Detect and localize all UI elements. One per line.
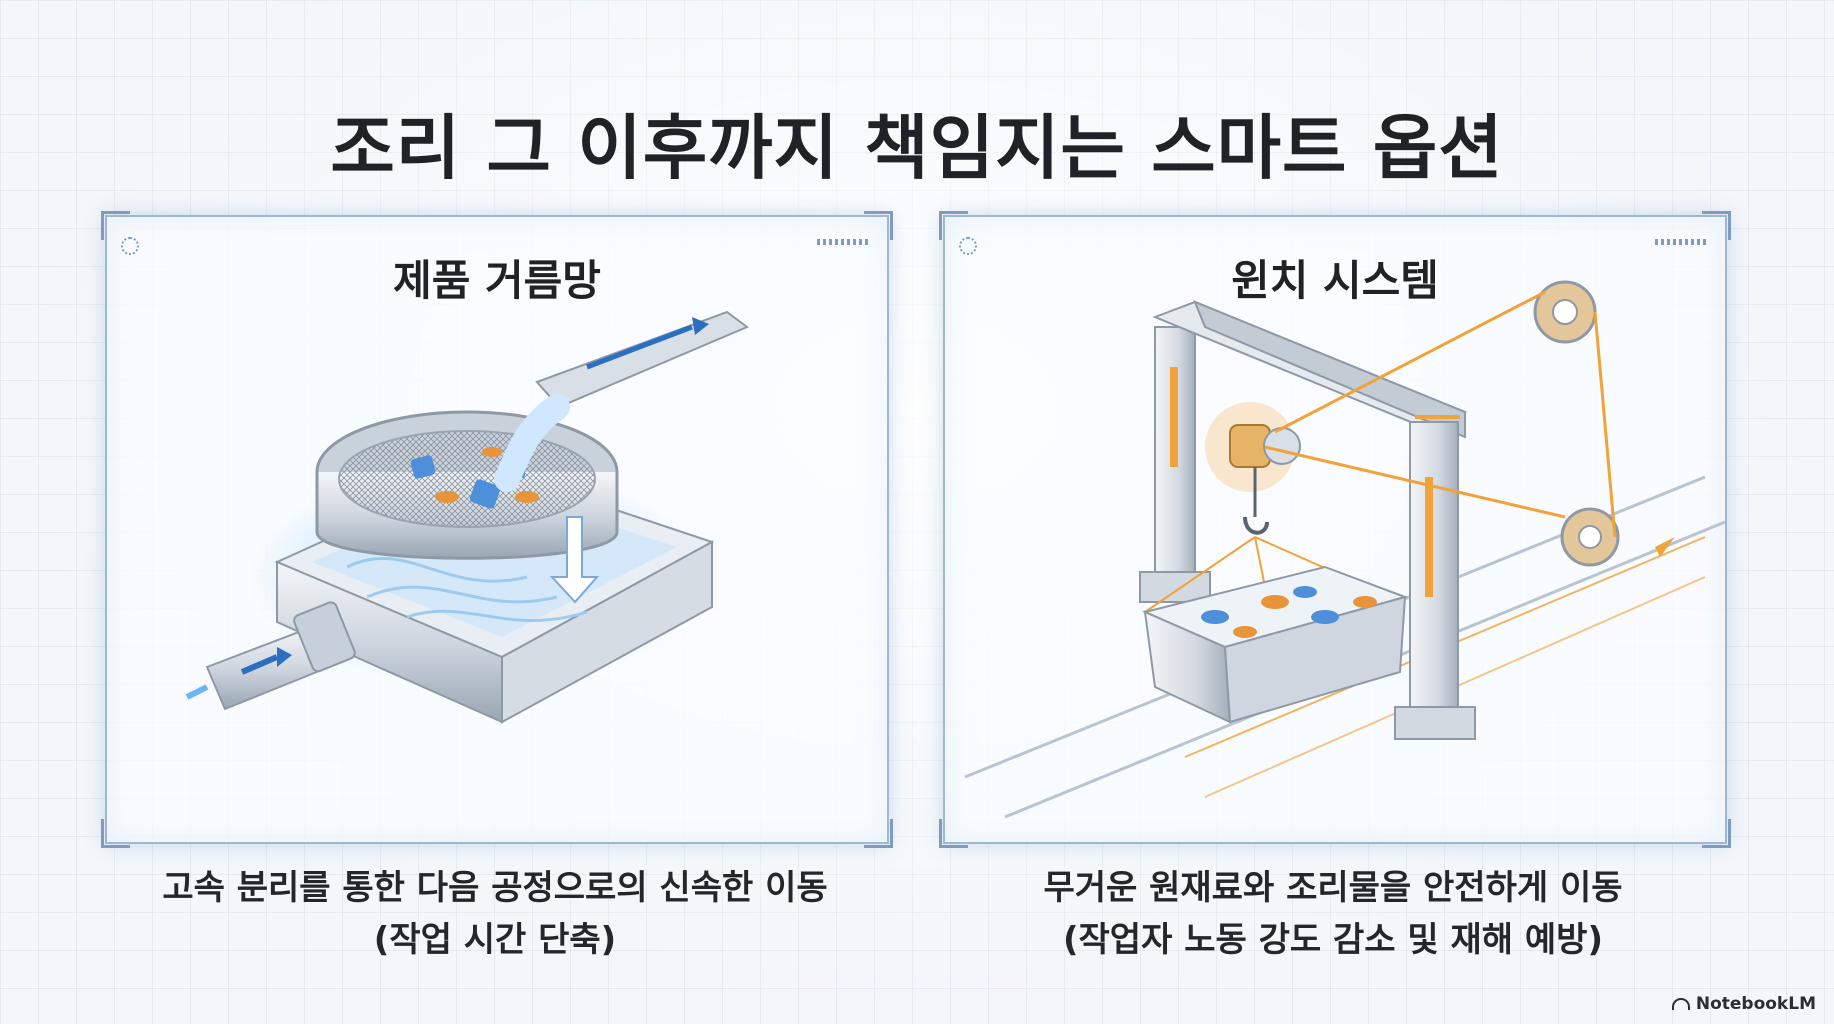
frame-corner [1702, 819, 1731, 848]
frame-corner [864, 819, 893, 848]
gear-icon [959, 237, 977, 255]
gantry-winch-hoist-icon [964, 280, 1725, 819]
brand-label: NotebookLM [1695, 994, 1816, 1014]
notebooklm-logo-icon [1671, 998, 1690, 1010]
strainer-basket-over-tray-icon [185, 310, 749, 724]
winch-caption: 무거운 원재료와 조리물을 안전하게 이동 (작업자 노동 강도 감소 및 재해… [913, 862, 1753, 966]
frame-corner [939, 211, 968, 240]
gear-icon [121, 237, 139, 255]
frame-corner [101, 211, 130, 240]
strainer-caption: 고속 분리를 통한 다음 공정으로의 신속한 이동 (작업 시간 단축) [75, 862, 915, 966]
winch-caption-line1: 무거운 원재료와 조리물을 안전하게 이동 [1043, 868, 1623, 908]
frame-corner [939, 819, 968, 848]
page-title: 조리 그 이후까지 책임지는 스마트 옵션 [330, 107, 1504, 189]
signal-bars-icon [817, 239, 869, 245]
frame-corner [1702, 211, 1731, 240]
strainer-title: 제품 거름망 [393, 256, 601, 305]
strainer-panel: 제품 거름망 [101, 211, 893, 848]
winch-panel: 윈치 시스템 [939, 211, 1731, 848]
strainer-caption-line1: 고속 분리를 통한 다음 공정으로의 신속한 이동 [162, 868, 828, 908]
frame-corner [864, 211, 893, 240]
frame-corner [101, 819, 130, 848]
winch-caption-line2: (작업자 노동 강도 감소 및 재해 예방) [1062, 920, 1604, 960]
brand-watermark: NotebookLM [1671, 994, 1816, 1014]
signal-bars-icon [1655, 239, 1707, 245]
strainer-caption-line2: (작업 시간 단축) [373, 920, 617, 960]
winch-title: 윈치 시스템 [1231, 256, 1439, 305]
